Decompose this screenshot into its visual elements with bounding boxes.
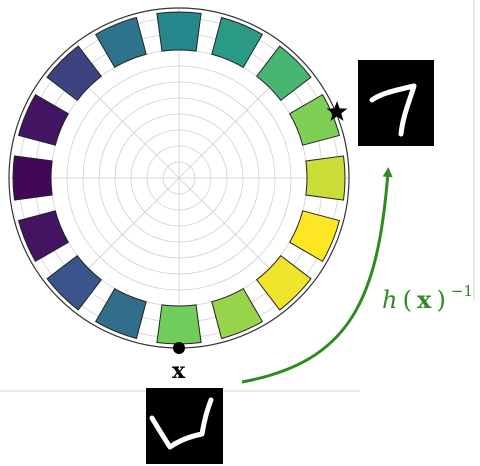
sector-block <box>94 287 147 340</box>
sector-block <box>156 11 202 52</box>
sector-block <box>17 210 70 263</box>
sector-block <box>211 16 264 69</box>
original-digit-image <box>146 388 223 464</box>
transform-exponent: −1 <box>451 282 473 300</box>
sector-block <box>288 93 341 146</box>
star-icon <box>326 101 348 121</box>
sector-block <box>305 155 346 201</box>
transform-arg: x <box>417 285 432 314</box>
transform-func: h <box>382 286 397 314</box>
input-point-label: x <box>172 358 186 384</box>
polar-grid <box>9 8 349 348</box>
transform-arrow <box>241 167 393 384</box>
sector-block <box>12 155 53 201</box>
transformed-digit-image <box>358 60 434 146</box>
sector-block <box>288 210 341 263</box>
sector-block <box>156 304 202 345</box>
sector-block <box>46 45 103 102</box>
sector-block <box>17 93 70 146</box>
input-point-marker <box>173 342 185 354</box>
sector-block <box>255 254 312 311</box>
sector-block <box>211 287 264 340</box>
sector-ring <box>12 11 346 345</box>
transform-label: h ( x ) −1 <box>382 282 473 314</box>
sector-block <box>255 45 312 102</box>
sector-block <box>46 254 103 311</box>
sector-block <box>94 16 147 69</box>
